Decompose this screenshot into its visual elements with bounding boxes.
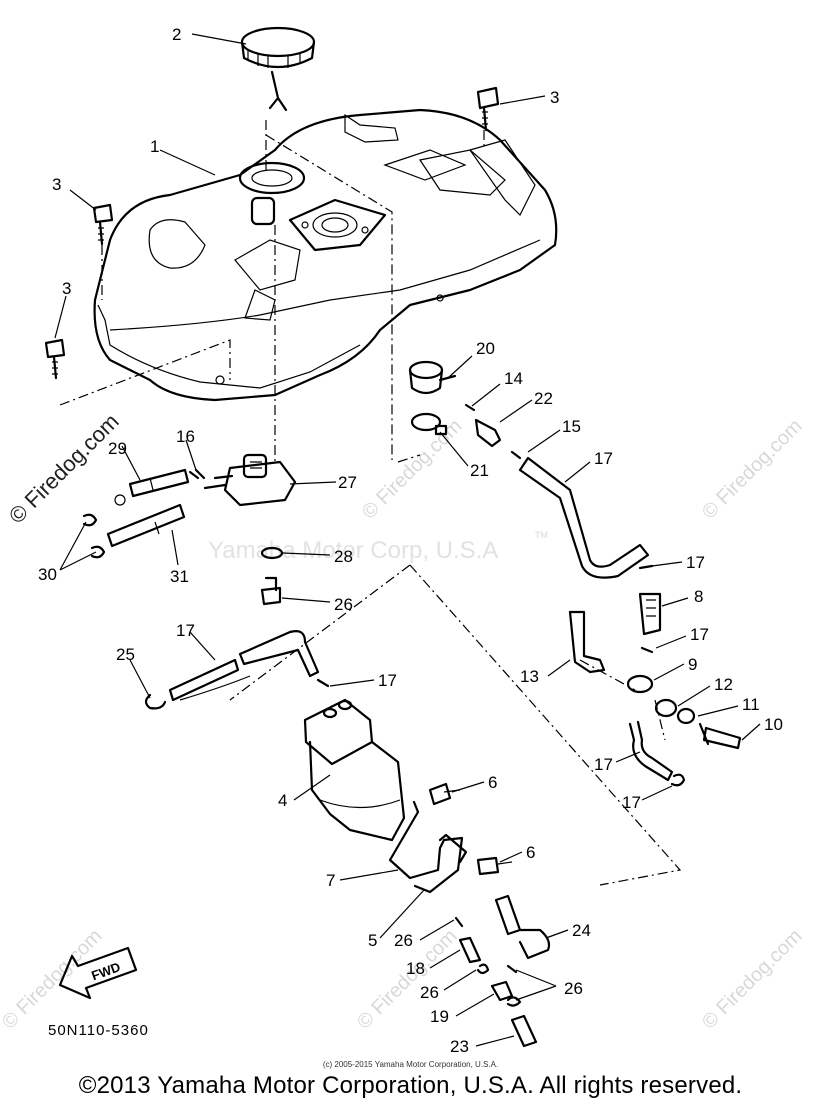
callout-11: 11 [742,695,760,714]
callout-17-f: 17 [690,625,709,644]
watermark-site-main: © Firedog.com [4,409,124,529]
fuel-tank [93,108,558,402]
callout-17-b: 15 [562,417,581,436]
fuel-pump-right [568,564,742,787]
watermark-center: Yamaha Motor Corp, U.S.A [208,537,498,564]
callout-24: 24 [572,921,591,940]
callout-15: 21 [470,461,489,480]
lower-hoses [454,894,551,1048]
callout-22: 19 [430,1007,449,1026]
callout-1: 1 [150,137,159,156]
callout-30: 29 [108,439,127,458]
callout-13: 13 [520,667,539,686]
watermark-site-3: © Firedog.com [698,415,807,524]
diagram-code: 50N110-5360 [48,1022,149,1039]
callout-9: 9 [688,655,697,674]
callout-17-c: 16 [176,427,195,446]
callout-7: 7 [326,871,335,890]
leader-lines [54,33,761,1047]
watermark-tm: TM [535,530,548,540]
canister [144,630,513,894]
watermark-site-5: © Firedog.com [698,925,807,1034]
bolts [44,86,500,380]
callout-17-g: 17 [622,793,641,812]
callout-23: 23 [450,1037,469,1056]
watermark-site-6: © Firedog.com [0,925,106,1034]
callout-31: 30 [38,565,57,584]
callout-5: 5 [368,931,377,950]
callout-17-d: 17 [378,671,397,690]
callout-4: 4 [278,791,287,810]
callout-6-a: 6 [488,773,497,792]
callout-12: 12 [714,675,733,694]
vent-parts [408,360,650,579]
fuel-cap [240,26,316,112]
callout-21: 18 [406,959,425,978]
left-hoses [82,468,206,559]
callout-3-top: 3 [550,88,559,107]
callout-17-a: 14 [504,369,523,388]
callout-14: 20 [476,339,495,358]
callout-6-b: 6 [526,843,535,862]
callout-3-left: 3 [52,175,61,194]
callout-labels: 2 1 3 3 3 20 14 22 15 21 17 29 16 27 28 … [38,25,783,1056]
callout-28: 26 [334,595,353,614]
fuel-cock [203,453,297,606]
callout-2: 2 [172,25,181,44]
callout-32: 31 [170,567,189,586]
copyright-main: ©2013 Yamaha Motor Corporation, U.S.A. A… [78,1072,743,1099]
callout-26-c: 26 [564,979,583,998]
callout-29: 28 [334,547,353,566]
copyright-small: (c) 2005-2015 Yamaha Motor Corporation, … [322,1060,499,1069]
callout-3-lower: 3 [62,279,71,298]
callout-26-a: 26 [394,931,413,950]
callout-27: 27 [338,473,357,492]
callout-19: 17 [594,755,613,774]
callout-8: 8 [694,587,703,606]
callout-20: 17 [176,621,195,640]
callout-18: 17 [594,449,613,468]
callout-26-b: 26 [420,983,439,1002]
callout-10: 10 [764,715,783,734]
callout-25: 25 [116,645,135,664]
callout-16: 22 [534,389,553,408]
watermark-site-2: © Firedog.com [358,415,467,524]
callout-17-e: 17 [686,553,705,572]
assembly-lines [59,120,682,886]
